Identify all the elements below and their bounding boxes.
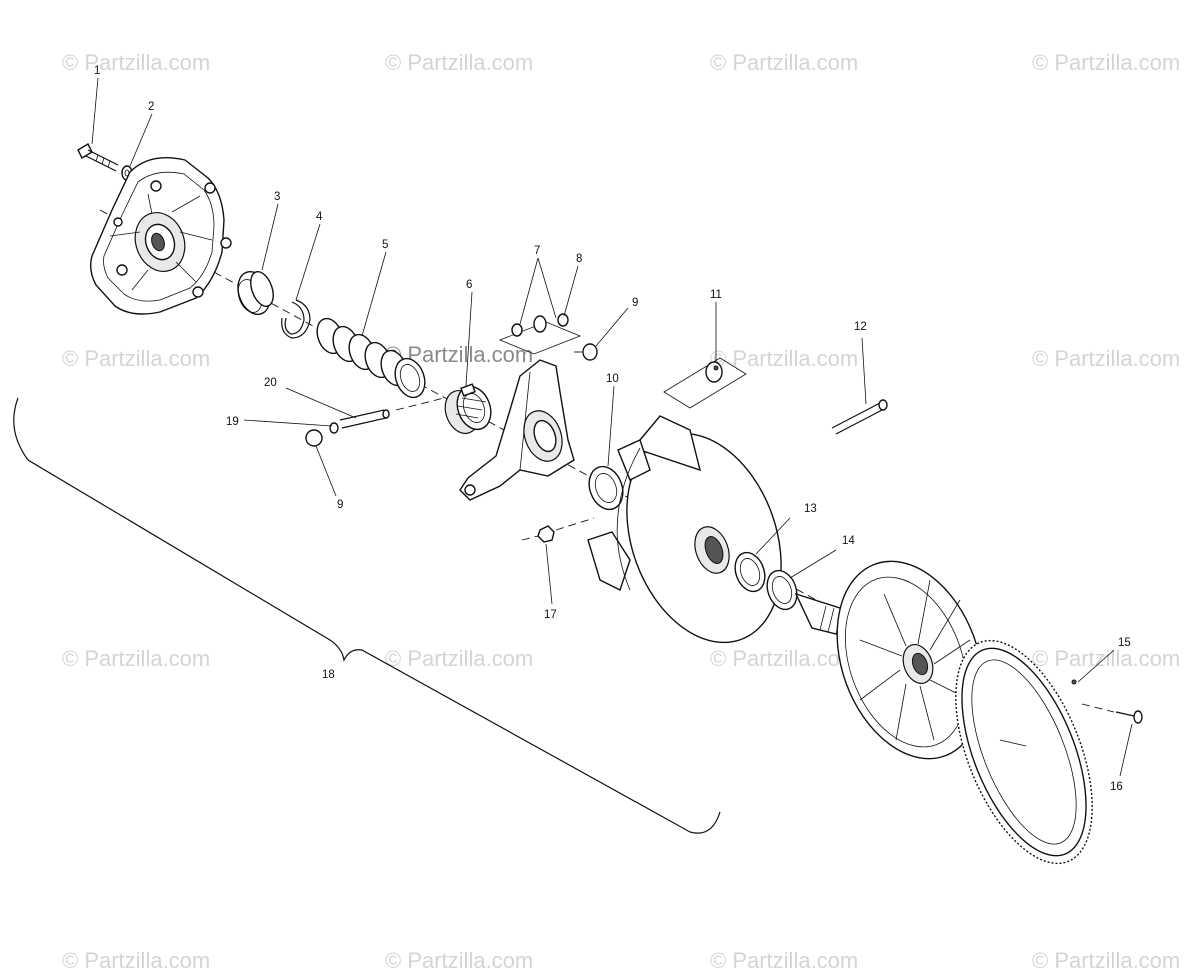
callout-6: 6 [466, 279, 472, 291]
part-thrust-washer [588, 465, 624, 511]
callout-5: 5 [382, 239, 388, 251]
part-ring-gear [955, 639, 1093, 865]
watermark: © Partzilla.com [62, 346, 210, 371]
part-ring-13 [734, 551, 766, 593]
watermark: © Partzilla.com [710, 948, 858, 973]
part-ring-14 [766, 569, 798, 611]
part-snap-ring [281, 299, 311, 339]
watermark: © Partzilla.com [710, 346, 858, 371]
part-roller-upper [574, 343, 598, 361]
part-cover-plate [89, 157, 232, 315]
part-nut [521, 517, 595, 543]
watermark: © Partzilla.com [62, 948, 210, 973]
watermark: © Partzilla.com [1032, 948, 1180, 973]
part-roller-bearing [444, 383, 492, 434]
callout-11: 11 [710, 289, 722, 301]
part-spider [459, 359, 575, 501]
callout-9: 9 [632, 297, 638, 309]
callout-15: 15 [1118, 637, 1131, 649]
part-kit-11 [663, 357, 747, 409]
part-pin [831, 399, 888, 435]
part-bushing [237, 270, 274, 316]
callout-7: 7 [534, 245, 540, 257]
callout-9-lower: 9 [337, 499, 343, 511]
callout-8: 8 [576, 253, 582, 265]
watermark: © Partzilla.com [710, 50, 858, 75]
watermark: © Partzilla.com [62, 50, 210, 75]
callout-labels: 1 2 3 4 5 6 7 8 9 10 11 12 13 14 15 16 1… [94, 65, 1131, 793]
callout-4: 4 [316, 211, 323, 223]
part-pin-20 [339, 409, 390, 429]
leader-lines [91, 77, 1133, 777]
watermark: © Partzilla.com [1032, 50, 1180, 75]
watermark: © Partzilla.com [710, 646, 858, 671]
callout-12: 12 [854, 321, 867, 333]
callout-3: 3 [274, 191, 280, 203]
callout-13: 13 [804, 503, 817, 515]
callout-16: 16 [1110, 781, 1123, 793]
part-roller-lower [305, 397, 445, 447]
watermark-layer: © Partzilla.com © Partzilla.com © Partzi… [62, 50, 1180, 973]
part-washer-19 [329, 422, 339, 434]
callout-17: 17 [544, 609, 557, 621]
part-bolt [77, 143, 119, 172]
watermark: © Partzilla.com [385, 646, 533, 671]
callout-14: 14 [842, 535, 855, 547]
callout-2: 2 [148, 101, 154, 113]
part-kit-7-8 [498, 313, 582, 355]
watermark: © Partzilla.com [1032, 646, 1180, 671]
callout-1: 1 [94, 65, 100, 77]
callout-18: 18 [322, 669, 335, 681]
part-spring [316, 317, 426, 399]
callout-10: 10 [606, 373, 619, 385]
part-moveable-sheave [587, 415, 782, 644]
part-fixed-sheave [836, 560, 984, 760]
watermark: © Partzilla.com [62, 646, 210, 671]
part-screw [1081, 703, 1143, 724]
watermark: © Partzilla.com [385, 50, 533, 75]
assembly-bracket [13, 397, 721, 834]
callout-20: 20 [264, 377, 277, 389]
watermark: © Partzilla.com [1032, 346, 1180, 371]
watermark: © Partzilla.com [385, 948, 533, 973]
callout-19: 19 [226, 416, 239, 428]
